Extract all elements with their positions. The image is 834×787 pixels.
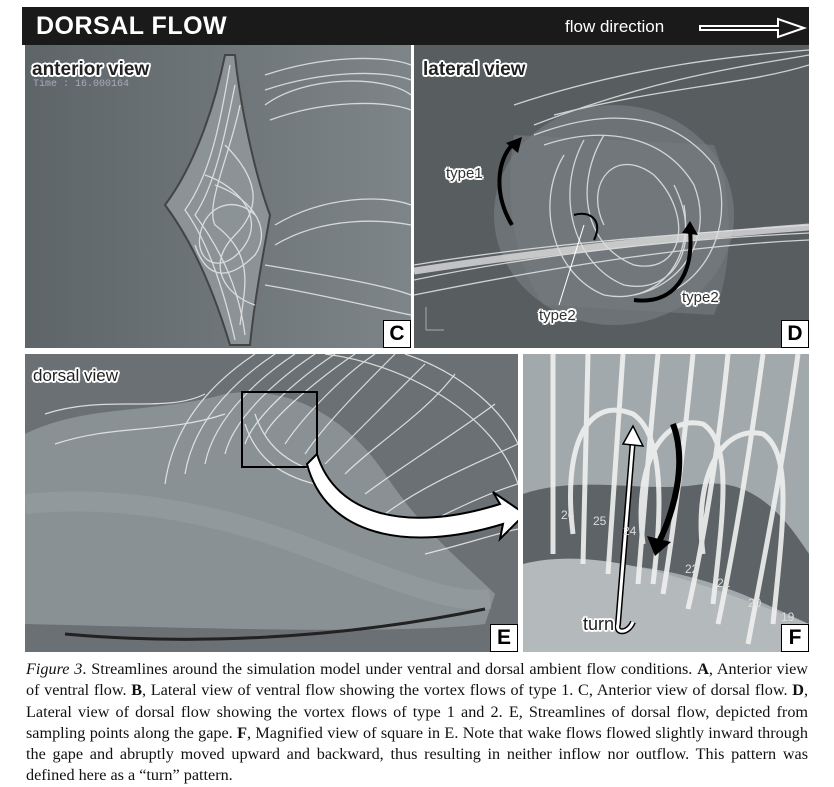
streamline-render-f <box>523 354 809 652</box>
flow-direction-label: flow direction <box>565 17 665 36</box>
view-label: lateral view <box>423 59 526 80</box>
caption-text: , Lateral view of ventral flow showing t… <box>142 681 579 700</box>
sampling-point-number: 19 <box>781 610 795 624</box>
figure-title: DORSAL FLOW <box>36 12 228 40</box>
caption-text: . Streamlines around the simulation mode… <box>82 660 698 678</box>
caption-key: D <box>792 681 804 700</box>
sampling-point-number: 22 <box>685 562 699 576</box>
panel-label: C <box>383 320 411 348</box>
time-readout: Time : 16.000164 <box>33 79 130 90</box>
view-label: dorsal view <box>33 366 119 385</box>
type2-label: type2 <box>539 307 576 324</box>
streamline-render-e <box>25 354 518 641</box>
caption-key: B <box>131 681 143 700</box>
streamline-render-d <box>414 49 809 331</box>
caption-text: , Anterior view of dorsal flow. <box>588 681 793 700</box>
caption-text: , Lateral view of dorsal flow showing th… <box>26 681 808 721</box>
panel-label: D <box>781 320 809 348</box>
caption-text: , Streamlines of dorsal flow, depicted f… <box>26 702 809 742</box>
sampling-point-number: 25 <box>593 514 607 528</box>
caption-key: E <box>508 702 519 721</box>
type2-label: type2 <box>682 289 719 306</box>
type1-label: type1 <box>446 165 483 182</box>
panel-c-anterior-view: anterior view Time : 16.000164 C <box>25 45 411 348</box>
right-arrow-icon <box>699 17 808 39</box>
sampling-point-number: 20 <box>748 596 762 610</box>
figure-caption: Figure 3. Streamlines around the simulat… <box>26 659 808 787</box>
panel-label: F <box>781 624 809 652</box>
view-label: anterior view <box>32 59 150 80</box>
caption-key: A <box>697 660 709 678</box>
figure-header: DORSAL FLOW flow direction <box>22 7 809 45</box>
panel-e-dorsal-view: dorsal view E <box>25 354 518 652</box>
sampling-point-number: 24 <box>623 524 637 538</box>
caption-text: , Magnified view of square in E. Note th… <box>26 723 808 785</box>
sampling-point-number: 26 <box>561 508 575 522</box>
panel-d-lateral-view: lateral view type1 type2 type2 D <box>414 45 809 348</box>
panel-label: E <box>490 624 518 652</box>
caption-key: C <box>578 681 589 700</box>
caption-key: F <box>237 723 247 742</box>
panel-f-magnified-view: 26 25 24 22 21 20 19 turn F <box>523 354 809 652</box>
figure-number: Figure 3 <box>26 660 83 678</box>
caption-text: , Anterior view of ventral flow. <box>26 660 809 700</box>
streamline-render-c <box>25 45 411 348</box>
turn-label: turn <box>583 614 615 634</box>
sampling-point-number: 21 <box>717 576 731 590</box>
